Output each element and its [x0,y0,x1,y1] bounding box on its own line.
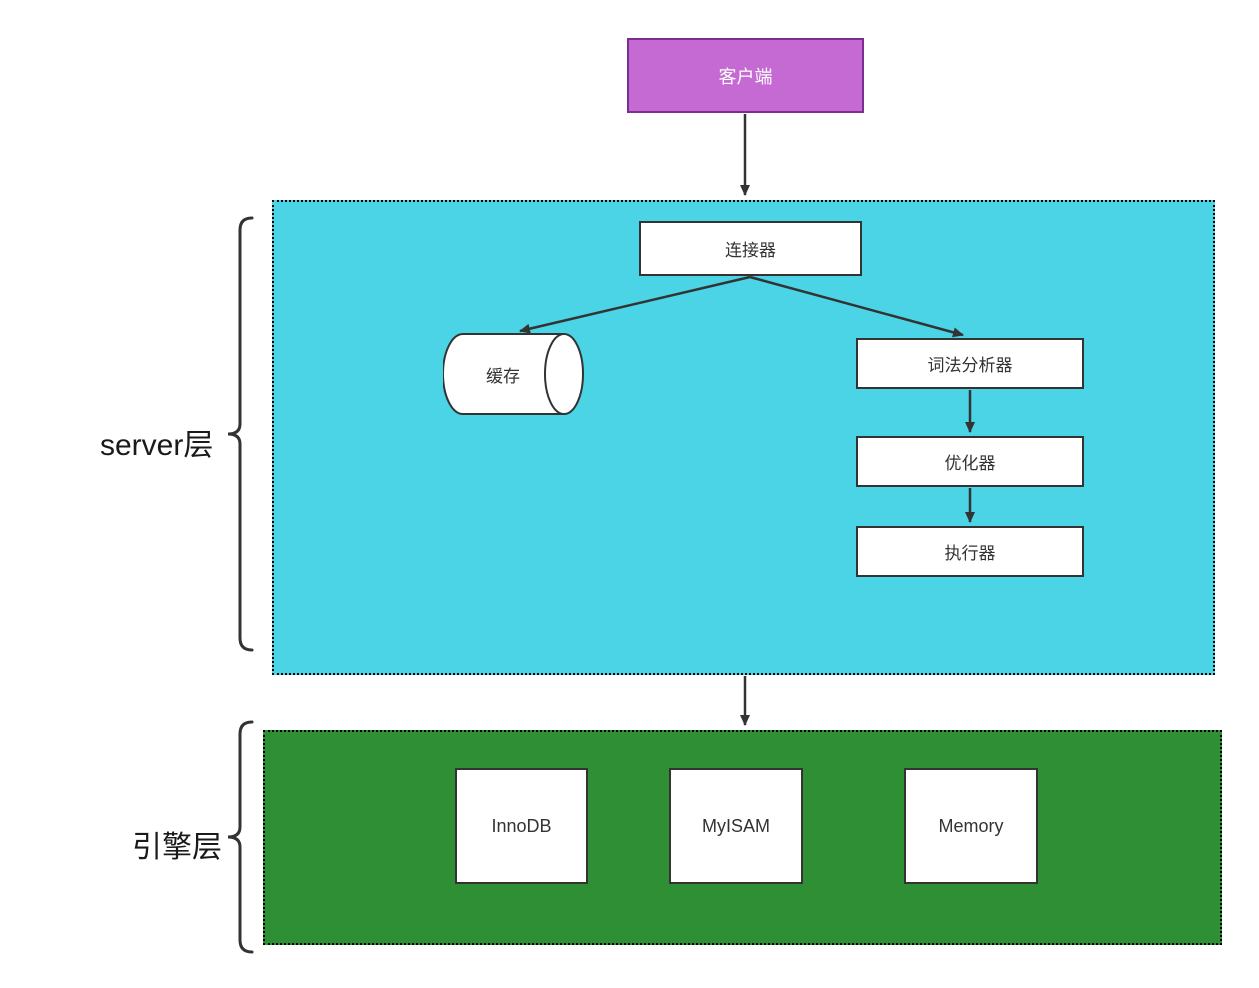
myisam-label: MyISAM [701,815,770,836]
engine-layer-label: 引擎层 [132,831,222,864]
connector-node: 连接器 [639,221,862,276]
lexer-label: 词法分析器 [927,356,1013,375]
engine-box-memory: Memory [904,768,1038,884]
innodb-label: InnoDB [491,815,552,836]
engine-box-innodb: InnoDB [455,768,588,884]
engine-layer-brace [227,720,254,954]
connector-label: 连接器 [725,241,776,260]
cylinder-shape-icon [442,333,584,415]
optimizer-label: 优化器 [944,454,996,473]
client-node: 客户端 [627,38,864,113]
server-layer-brace [227,216,254,652]
lexer-node: 词法分析器 [856,338,1084,389]
cache-label: 缓存 [486,366,520,386]
memory-label: Memory [938,815,1004,836]
executor-node: 执行器 [856,526,1084,577]
optimizer-node: 优化器 [856,436,1084,487]
cache-cylinder-node: 缓存 [442,333,585,415]
client-label: 客户端 [718,66,773,87]
executor-label: 执行器 [944,544,996,563]
engine-box-myisam: MyISAM [669,768,803,884]
server-layer-label: server层 [100,429,214,462]
